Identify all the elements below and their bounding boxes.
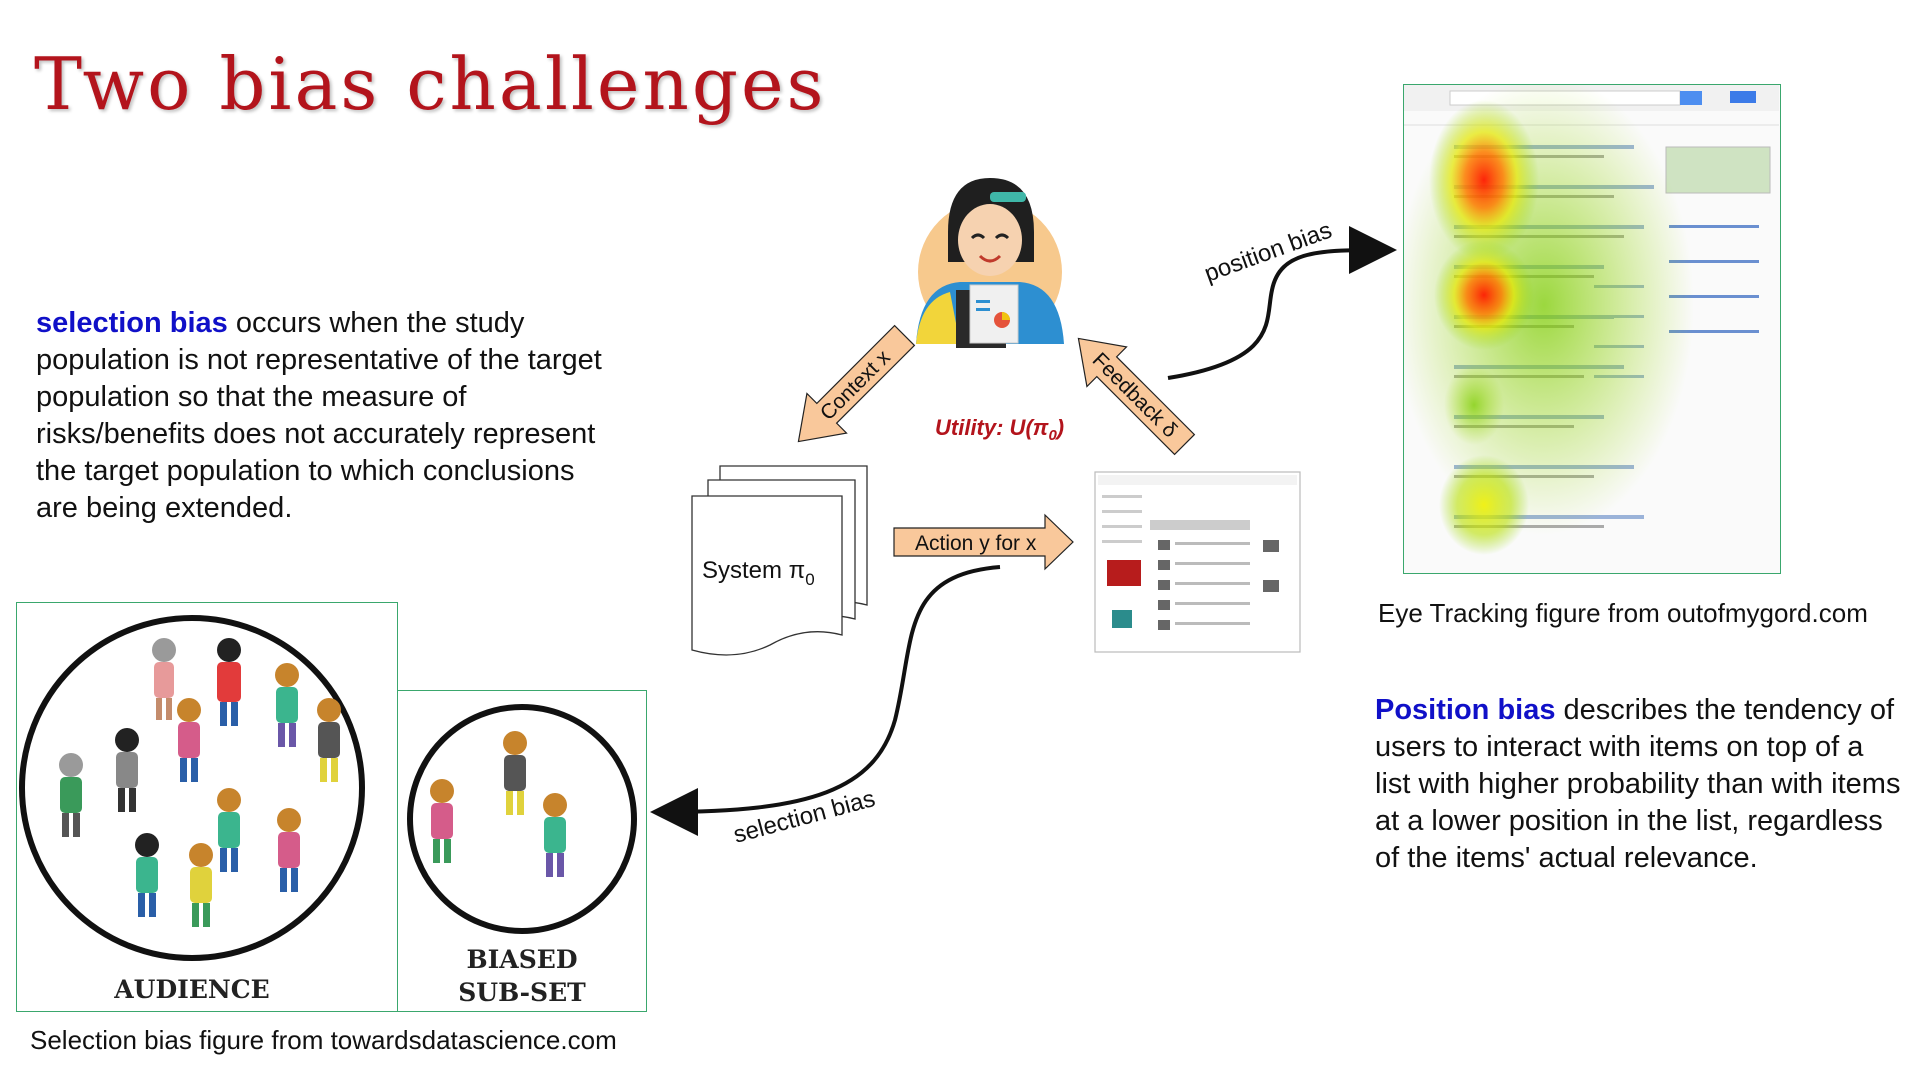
heatmap-illustration <box>1404 85 1779 555</box>
audience-people <box>59 638 341 927</box>
utility-label: Utility: U(π0) <box>935 415 1064 444</box>
signin-button-shape <box>1730 91 1756 103</box>
feedback-label: Feedback δ <box>1088 348 1182 442</box>
selection-bias-text: occurs when the study population is not … <box>36 307 602 524</box>
position-bias-text: describes the tendency of users to inter… <box>1375 694 1901 874</box>
action-label: Action y for x <box>915 532 1037 555</box>
biased-label-line2: SUB-SET <box>458 978 586 1007</box>
eye-tracking-heatmap-figure <box>1403 84 1781 574</box>
system-document-stack <box>691 465 868 656</box>
subset-people <box>430 731 567 877</box>
selection-bias-paragraph: selection bias occurs when the study pop… <box>36 305 616 527</box>
audience-label: AUDIENCE <box>113 975 269 1004</box>
biased-label-line1: BIASED <box>466 945 577 974</box>
position-bias-arrow <box>1167 226 1397 380</box>
subset-circle <box>407 704 637 934</box>
biased-subset-illustration: BIASED SUB-SET <box>407 704 637 1007</box>
context-arrow <box>797 324 916 443</box>
map-thumbnail <box>1665 146 1771 194</box>
biased-subset-figure: BIASED SUB-SET <box>397 690 647 1012</box>
context-label: Context x <box>816 346 895 425</box>
system-label: System π0 <box>702 557 815 589</box>
action-arrow <box>893 513 1074 571</box>
selection-figure-caption: Selection bias figure from towardsdatasc… <box>30 1025 617 1055</box>
eye-tracking-caption: Eye Tracking figure from outofmygord.com <box>1378 598 1868 628</box>
feedback-arrow <box>1077 337 1196 456</box>
position-bias-label: position bias <box>1201 217 1336 288</box>
search-button-shape <box>1680 91 1702 105</box>
selection-bias-label: selection bias <box>731 785 878 849</box>
results-page-thumbnail <box>1094 471 1301 653</box>
user-avatar-icon <box>916 178 1064 348</box>
audience-illustration: AUDIENCE <box>19 615 365 1004</box>
audience-figure: AUDIENCE <box>16 602 398 1012</box>
position-bias-keyword: Position bias <box>1375 694 1556 726</box>
ads-text-lines <box>1669 225 1759 333</box>
selection-bias-arrow <box>650 565 1001 836</box>
selection-bias-keyword: selection bias <box>36 307 228 339</box>
slide-title: Two bias challenges <box>34 42 827 126</box>
position-bias-paragraph: Position bias describes the tendency of … <box>1375 692 1905 877</box>
